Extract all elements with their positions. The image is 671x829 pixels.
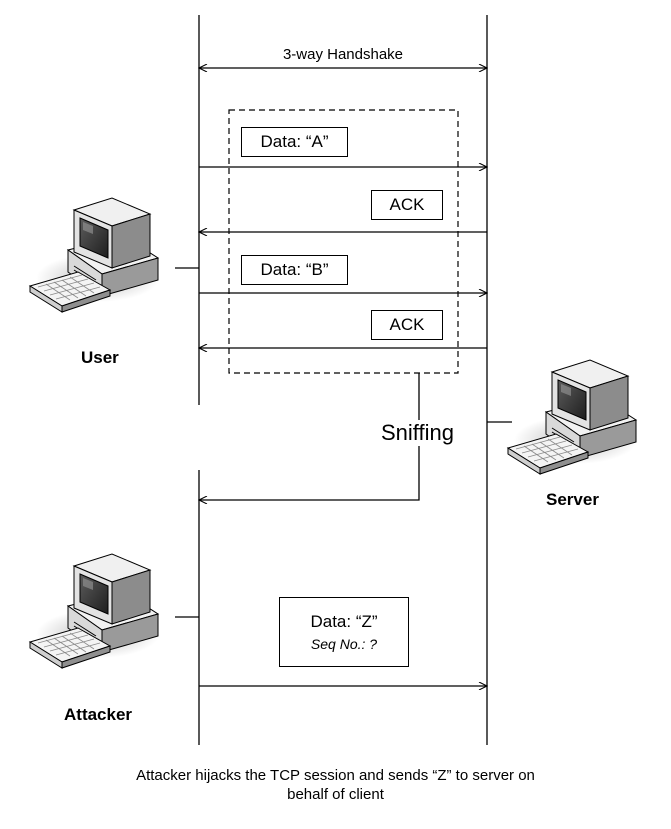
- seq-no-label: Seq No.: ?: [310, 636, 378, 652]
- attacker-computer-icon: [29, 553, 161, 669]
- caption-line-1: Attacker hijacks the TCP session and sen…: [136, 767, 535, 784]
- handshake-label: 3-way Handshake: [282, 46, 404, 63]
- attacker-label: Attacker: [64, 705, 133, 724]
- server-computer-icon: [507, 359, 639, 475]
- ack-1-box: ACK: [371, 190, 443, 220]
- data-b-box: Data: “B”: [241, 255, 348, 285]
- sniffing-label: Sniffing: [378, 420, 457, 446]
- data-z-box: Data: “Z” Seq No.: ?: [279, 597, 409, 667]
- user-computer-icon: [29, 197, 161, 313]
- data-z-label: Data: “Z”: [310, 612, 378, 631]
- server-label: Server: [546, 490, 599, 509]
- ack-2-box: ACK: [371, 310, 443, 340]
- caption: Attacker hijacks the TCP session and sen…: [40, 766, 631, 804]
- sniffing-region: [228, 109, 459, 374]
- user-label: User: [81, 348, 119, 367]
- data-a-box: Data: “A”: [241, 127, 348, 157]
- sniffing-arrow: [199, 373, 420, 500]
- caption-line-2: behalf of client: [287, 786, 384, 803]
